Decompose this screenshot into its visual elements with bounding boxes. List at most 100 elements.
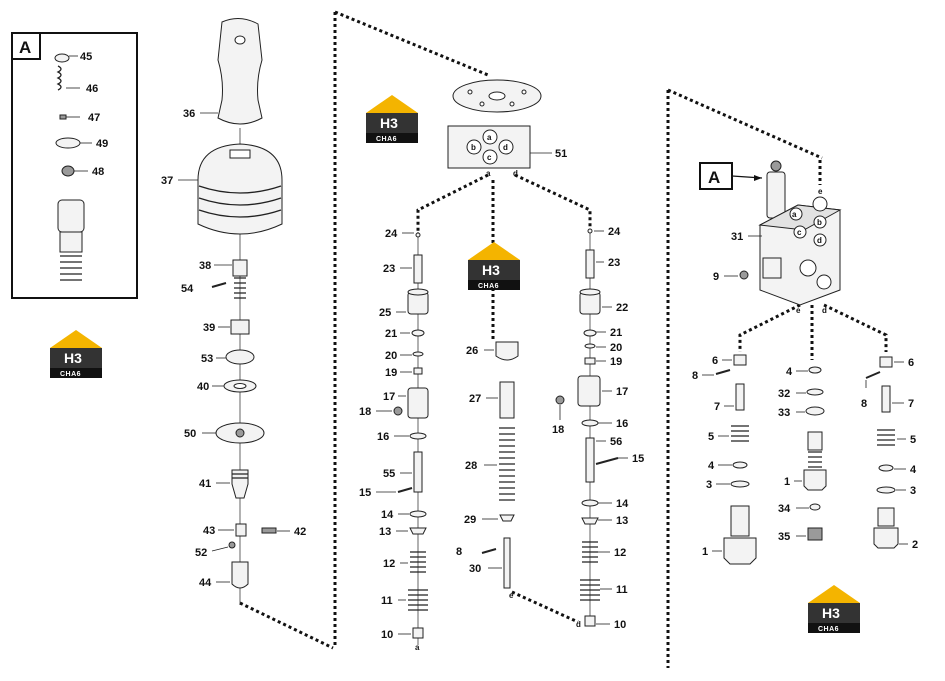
joint-knurl xyxy=(232,473,248,479)
part-label: 10 xyxy=(614,619,626,631)
spool xyxy=(413,451,423,493)
part-label: 8 xyxy=(861,398,867,410)
port-letter: d xyxy=(817,236,822,245)
part-label: 5 xyxy=(708,431,714,443)
part-label: 12 xyxy=(614,547,626,559)
part-label: 24 xyxy=(385,228,398,240)
part-label: 2 xyxy=(912,539,918,551)
seat xyxy=(584,615,596,627)
hex-nut xyxy=(230,319,250,335)
port-d xyxy=(498,139,514,155)
part-label: 37 xyxy=(161,175,173,187)
part-label: 41 xyxy=(199,478,211,490)
block-port xyxy=(799,259,817,277)
plug-9 xyxy=(739,270,749,280)
part-label: 26 xyxy=(466,345,478,357)
threaded-stud xyxy=(234,277,246,299)
cam-hole xyxy=(521,89,527,95)
inset-letter: A xyxy=(19,38,31,57)
cross-pin xyxy=(261,527,277,534)
block-port xyxy=(816,274,832,290)
brand-logo: H3 CHA6 xyxy=(808,585,860,633)
fitting-1 xyxy=(723,537,757,565)
callout-letter: A xyxy=(708,168,720,187)
part-label: 43 xyxy=(203,525,215,537)
part-label: 30 xyxy=(469,563,481,575)
part-label: 34 xyxy=(778,503,791,515)
part-label: 23 xyxy=(383,263,395,275)
side-plug xyxy=(555,395,565,405)
right-valve-stack: 24 23 22 21 20 19 17 18 16 56 15 14 13 1… xyxy=(552,226,644,631)
part-label: 18 xyxy=(552,424,564,436)
part-label: 1 xyxy=(702,546,708,558)
fitting-thread xyxy=(808,451,822,468)
part-label: 4 xyxy=(786,366,793,378)
dash-head-top xyxy=(334,10,489,77)
part-label: 11 xyxy=(381,595,393,607)
part-label: 7 xyxy=(714,401,720,413)
dash-valve-port-left xyxy=(738,303,801,352)
part-label: 4 xyxy=(910,464,917,476)
pin-8 xyxy=(715,369,731,375)
fitting-thread xyxy=(730,505,750,537)
port-letter: a xyxy=(487,133,492,142)
logo-band xyxy=(366,133,418,143)
threaded-stud-head xyxy=(232,259,248,277)
seal xyxy=(411,329,425,337)
dash-head-right xyxy=(514,173,592,232)
part-label: 16 xyxy=(616,418,628,430)
pin xyxy=(595,457,619,465)
port-letter: e xyxy=(509,591,514,600)
piston xyxy=(499,381,515,419)
part-label: 51 xyxy=(555,148,567,160)
part-label: 20 xyxy=(385,350,397,362)
port-letter: e xyxy=(818,187,823,196)
group-boundary-lines xyxy=(239,10,888,668)
logo-subtext: CHA6 xyxy=(478,283,499,290)
ring-32 xyxy=(806,388,824,396)
dash-middle-bottom xyxy=(511,590,579,624)
o-ring xyxy=(581,419,599,427)
port-letter: d xyxy=(822,306,827,315)
logo-text: H3 xyxy=(380,115,398,131)
logo-band xyxy=(50,368,102,378)
part-label: 10 xyxy=(381,629,393,641)
part-label: 25 xyxy=(379,307,391,319)
spring-5 xyxy=(877,429,895,446)
small-ball xyxy=(228,541,236,549)
inset-nut xyxy=(61,165,75,177)
part-label: 19 xyxy=(385,367,397,379)
housing xyxy=(577,375,601,407)
callout-arrow xyxy=(754,175,762,181)
port-letter: d xyxy=(576,620,581,629)
fitting-1 xyxy=(803,469,827,491)
joystick-assembly: 36 37 38 54 39 53 40 50 41 43 42 52 44 xyxy=(161,18,306,605)
part-label: 50 xyxy=(184,428,196,440)
yoke xyxy=(231,561,249,589)
spacer xyxy=(413,367,423,375)
port-a xyxy=(482,129,498,145)
logo-roof xyxy=(468,242,520,260)
inset-neck xyxy=(59,231,83,253)
spring-seat xyxy=(499,514,515,522)
joystick-handle xyxy=(217,18,263,125)
part-label: 53 xyxy=(201,353,213,365)
boot-ribs xyxy=(198,185,282,218)
block-port xyxy=(813,233,827,247)
inset-clip xyxy=(59,114,67,120)
part-label: 42 xyxy=(294,526,306,538)
outer-spring xyxy=(408,589,428,611)
middle-valve-stack: 26 27 28 29 8 30 e xyxy=(456,341,519,600)
fitting-thread xyxy=(877,507,895,527)
dash-joystick-bottom xyxy=(239,601,334,650)
valve-left-column: 6 8 7 5 4 3 1 xyxy=(692,354,757,565)
washer xyxy=(581,499,599,507)
part-label: 47 xyxy=(88,112,100,124)
part-label: 29 xyxy=(464,514,476,526)
ring xyxy=(412,351,424,357)
inset-disc xyxy=(55,137,81,149)
ball xyxy=(587,228,593,234)
pilot-cap xyxy=(770,160,782,172)
part-label: 39 xyxy=(203,322,215,334)
side-flange xyxy=(762,257,782,279)
